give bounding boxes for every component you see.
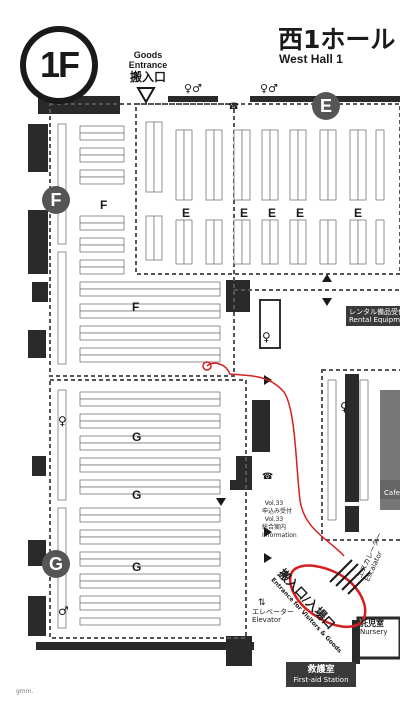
rental-jp: レンタル備品受付 [349,308,400,316]
info-jp: 総合案内 [262,524,287,531]
block-letter-e-2: E [240,206,249,220]
booth-rows-g [79,391,221,626]
area-e-label: E [319,95,332,116]
visitor-route-path [206,362,345,557]
floor-badge: 1F [20,26,98,104]
zone-f-boundary [49,103,235,377]
booth-columns-e [145,121,385,265]
arrow-down-g [216,498,226,506]
toilet-icon-4: ♀ [58,414,67,428]
block-letter-f-2: F [132,300,140,314]
toilet-icon-6: ♀ [340,400,349,414]
nursery-jp: 託児室 [360,619,384,628]
wall-right-1 [345,374,359,502]
block-letter-g-1: G [132,430,142,444]
block-letter-e-1: E [182,206,191,220]
wall-mid-4 [230,480,252,490]
elevator-icon: ⇅ [258,598,266,608]
phone-icon: ☎ [228,102,240,112]
nursery-en: Nursery [360,628,388,636]
goods-arrow-down [136,87,156,105]
elevator-en: Elevator [252,616,282,624]
area-e-marker[interactable]: E [312,92,340,120]
elevator-label[interactable]: ⇅ エレベーター Elevator [252,598,294,624]
right-room [259,299,281,349]
elevator-jp: エレベーター [252,608,294,616]
wall-right-2 [345,506,359,532]
cafe-text: Cafe [384,489,400,497]
visitor-entrance-outline [289,564,367,629]
credit-text: gmm. [16,688,34,695]
wall-left-2 [28,210,48,274]
goods-entrance-en: Goods Entrance [128,50,168,70]
phone-icon-2: ☎ [262,472,274,482]
wall-top-mid [168,96,218,102]
info-en: Information [262,532,297,539]
wall-left-6 [28,540,46,566]
wall-left-3 [32,282,48,302]
block-letter-g-2: G [132,488,142,502]
cafe-label: Cafe [380,480,400,499]
floor-label: 1F [39,44,80,85]
toilet-icon-2: ♀♂ [260,82,278,95]
right-hall-box [321,369,400,541]
block-letter-e-3: E [268,206,277,220]
wall-left-4 [28,330,46,358]
route-start-marker [202,361,212,371]
first-aid-en: First-aid Station [293,676,349,684]
block-letter-f-1: F [100,198,108,212]
rental-equipment-label: レンタル備品受付 Rental Equipment [346,306,400,326]
block-letter-g-3: G [132,560,142,574]
wall-left-1 [28,124,48,172]
nursery-wall [352,620,360,664]
info-vol-top: Vol.33 [264,500,284,507]
wall-left-5 [32,456,46,476]
area-f-marker[interactable]: F [42,186,70,214]
wall-bottom [36,642,254,650]
wall-bottom-block [226,636,252,666]
arrow-up-e [322,274,332,282]
wall-mid-3 [236,456,252,484]
wall-mid-2 [252,400,270,452]
hall-title-jp: 西1ホール [278,25,396,54]
rental-en: Rental Equipment [349,316,400,324]
area-g-label: G [48,553,63,574]
info-jp-top: 申込み受付 [262,508,293,515]
nursery-box [356,616,400,660]
booth-columns-right-hall [327,379,369,521]
information-desk[interactable]: Vol.33 申込み受付 Vol.33 総合案内 Information [262,500,297,540]
zone-g-boundary [49,379,247,639]
block-letter-e-5: E [354,206,363,220]
booth-columns-f-left [57,123,67,365]
first-aid-station[interactable]: 救護室 First-aid Station [286,662,356,687]
hall-title-en: West Hall 1 [279,52,343,66]
area-f-label: F [50,189,62,210]
wall-mid-1 [226,280,250,312]
toilet-icon-5: ♂ [58,604,69,618]
info-vol: Vol.33 [264,516,284,523]
block-letter-e-4: E [296,206,305,220]
wall-left-7 [28,596,46,636]
goods-entrance-label: Goods Entrance 搬入口 [116,50,180,84]
nursery-label[interactable]: 託児室 Nursery [360,619,400,637]
goods-entrance-jp: 搬入口 [129,70,166,84]
toilet-icon: ♀♂ [184,82,202,95]
toilet-icon-3: ♀ [262,330,271,344]
arrow-right-2 [264,527,272,537]
area-g-marker[interactable]: G [42,550,70,578]
arrow-right-3 [264,553,272,563]
arrow-down-e [322,298,332,306]
booth-rows-f [79,125,221,363]
escalator-stripes [329,559,371,595]
first-aid-jp: 救護室 [307,665,335,675]
